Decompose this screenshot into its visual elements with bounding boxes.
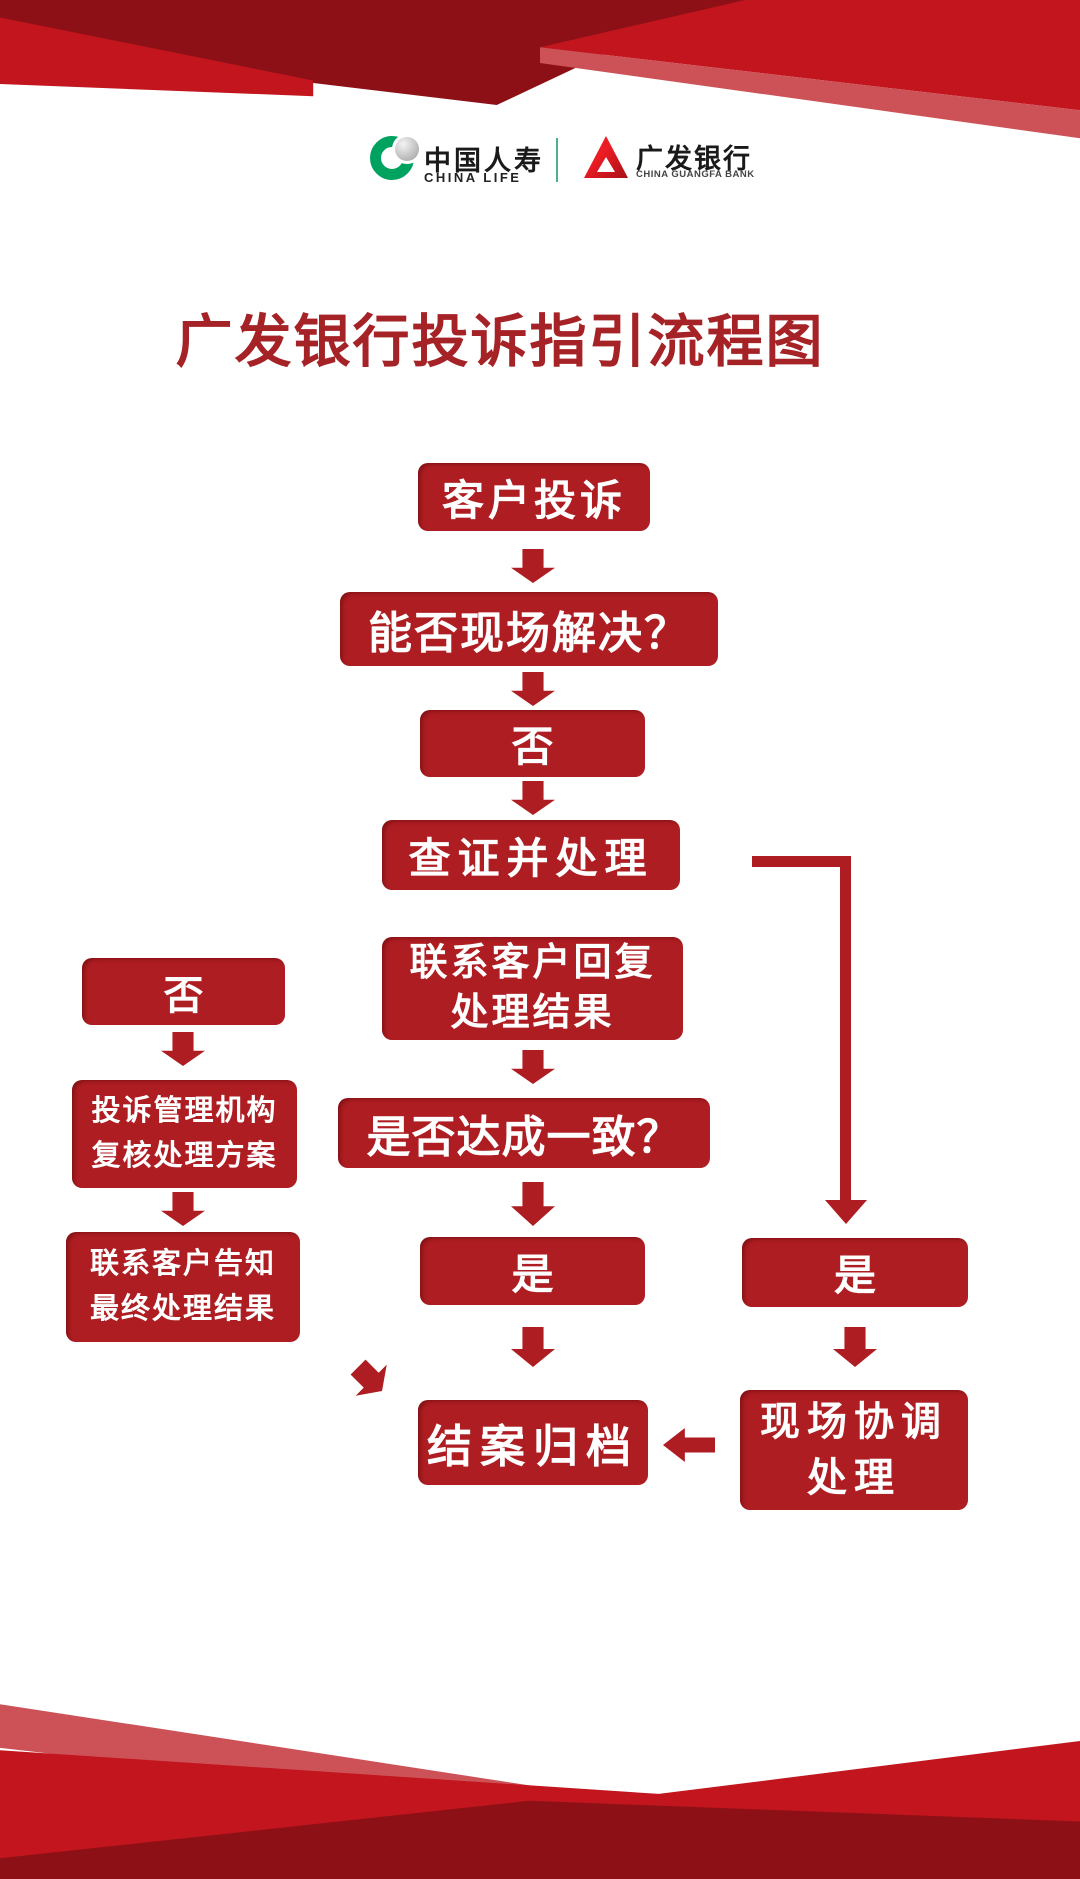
arrow-down-icon — [511, 781, 555, 815]
footer-decoration — [0, 1649, 1080, 1879]
china-life-logo-ball-icon — [392, 134, 422, 164]
arrow-down-icon — [833, 1327, 877, 1367]
node-can-resolve-onsite: 能否现场解决？ — [340, 592, 718, 666]
page-title: 广发银行投诉指引流程图 — [175, 310, 825, 374]
node-review-handling-plan: 投诉管理机构 复核处理方案 — [72, 1080, 297, 1188]
arrow-down-icon — [161, 1032, 205, 1066]
arrow-down-icon — [511, 1182, 555, 1226]
elbow-arrowhead-icon — [825, 1200, 867, 1224]
node-inform-final-result: 联系客户告知 最终处理结果 — [66, 1232, 300, 1342]
node-no-center: 否 — [420, 710, 645, 777]
node-agreement-reached: 是否达成一致？ — [338, 1098, 710, 1168]
logo-divider — [556, 138, 558, 182]
node-customer-complaint: 客户投诉 — [418, 463, 650, 531]
footer-dark-band — [0, 1800, 1080, 1879]
node-contact-customer-reply: 联系客户回复 处理结果 — [382, 937, 683, 1040]
arrow-down-icon — [511, 1050, 555, 1084]
elbow-connector-vertical — [840, 856, 851, 1206]
arrow-left-icon — [663, 1428, 715, 1462]
footer-red-band — [0, 1741, 1080, 1879]
node-onsite-coordination: 现场协调 处理 — [740, 1390, 968, 1510]
node-yes-center: 是 — [420, 1237, 645, 1305]
node-yes-right: 是 — [742, 1238, 968, 1307]
footer-light-stripe — [0, 1704, 540, 1810]
elbow-connector-horizontal — [752, 856, 848, 867]
guangfa-bank-name-cn: 广发银行 — [636, 144, 752, 174]
china-life-name-en: CHINA LIFE — [424, 170, 522, 185]
arrow-down-icon — [511, 672, 555, 706]
arrow-down-icon — [511, 549, 555, 583]
guangfa-bank-name-en: CHINA GUANGFA BANK — [636, 169, 755, 180]
node-verify-and-handle: 查证并处理 — [382, 820, 680, 890]
arrow-down-icon — [161, 1192, 205, 1226]
arrow-diagonal-down-right-icon — [342, 1351, 397, 1406]
node-no-left: 否 — [82, 958, 285, 1025]
china-life-name-cn: 中国人寿 — [424, 146, 544, 176]
arrow-down-icon — [511, 1327, 555, 1367]
node-close-and-file: 结案归档 — [418, 1400, 648, 1485]
